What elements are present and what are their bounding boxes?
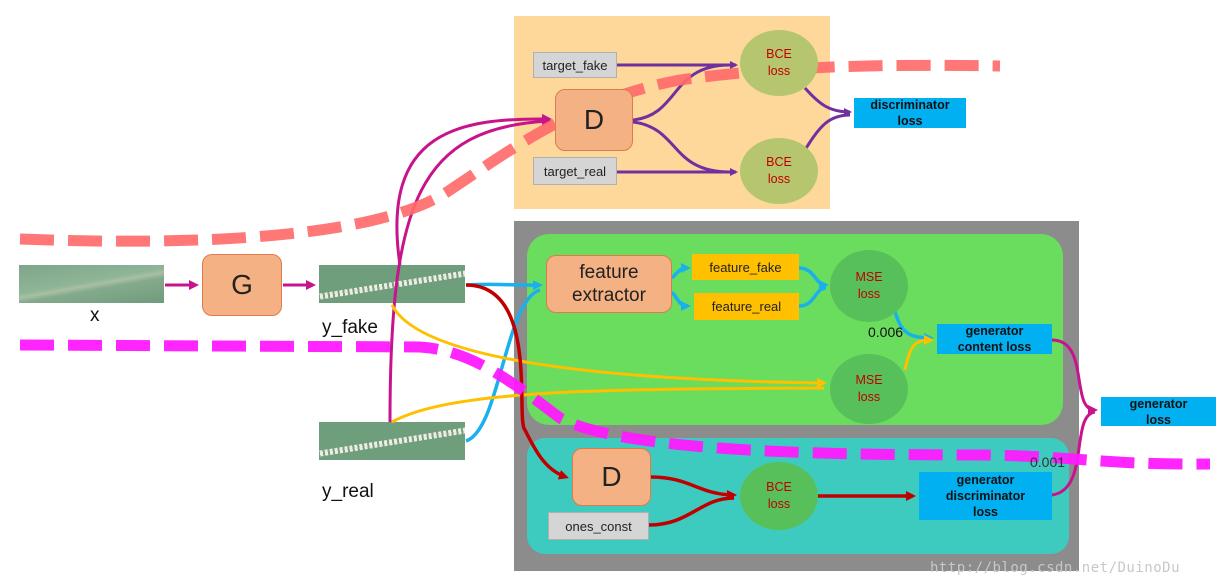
generator-content-loss-box: generator content loss (937, 324, 1052, 354)
yreal-to-feature-arrow (465, 288, 541, 443)
bce-loss-top-1: BCE loss (740, 30, 818, 96)
target-fake-box: target_fake (533, 52, 617, 78)
bce1-to-disc-loss-arrow (803, 87, 852, 116)
bce2-to-disc-loss-arrow (803, 113, 851, 151)
target-real-box: target_real (533, 157, 617, 185)
d-to-bce1-arrow (632, 63, 731, 122)
freal-to-mse-arrow (798, 286, 827, 308)
x-image (19, 265, 164, 303)
discriminator-loss-box: discriminator loss (854, 98, 966, 128)
feature-to-real-arrow (670, 290, 691, 311)
generator-node: G (202, 254, 282, 316)
mse2-to-content-loss-arrow (903, 335, 934, 371)
red-dashed-line (19, 59, 1001, 247)
content-to-gen-loss-arrow (1051, 338, 1098, 415)
feature-real-box: feature_real (694, 293, 799, 320)
feature-real-label: feature_real (711, 299, 782, 314)
mse-loss-2: MSE loss (830, 354, 908, 424)
feature-fake-box: feature_fake (692, 254, 799, 280)
ones-const-label: ones_const (565, 518, 632, 534)
d-to-bce2-arrow (632, 120, 731, 174)
bce-loss-top-1-label: BCE loss (766, 47, 792, 78)
mse-loss-1-label: MSE loss (855, 270, 883, 301)
watermark: http://blog.csdn.net/DuinoDu (930, 560, 1181, 576)
d-bottom-to-bce-arrow (650, 475, 737, 500)
generator-discriminator-loss-label: generator discriminator loss (945, 473, 1026, 519)
generator-node-label: G (231, 269, 253, 300)
generator-content-loss-label: generator content loss (957, 324, 1032, 354)
adversarial-loss-weight: 0.001 (1030, 454, 1066, 470)
generator-discriminator-loss-box: generator discriminator loss (919, 472, 1052, 520)
adv-to-gen-loss-arrow (1051, 410, 1096, 497)
discriminator-node-top: D (555, 89, 633, 151)
generator-loss-label: generator loss (1129, 396, 1188, 427)
discriminator-node-top-label: D (583, 104, 605, 135)
feature-to-fake-arrow (670, 263, 691, 280)
mse-loss-2-label: MSE loss (855, 373, 883, 404)
y-fake-image (319, 265, 465, 303)
y-fake-label: y_fake (322, 317, 378, 338)
ones-const-box: ones_const (548, 512, 649, 540)
bce-loss-bottom: BCE loss (740, 462, 818, 530)
yreal-to-d-arrow (388, 116, 552, 423)
y-real-image (319, 422, 465, 460)
feature-fake-label: feature_fake (709, 259, 782, 275)
y-real-label: y_real (322, 481, 374, 502)
generator-loss-box: generator loss (1101, 396, 1216, 427)
feature-extractor-label: feature extractor (572, 262, 646, 306)
yfake-to-d-bottom-arrow (465, 283, 569, 480)
x-label: x (90, 305, 100, 326)
discriminator-loss-label: discriminator loss (870, 98, 950, 128)
bce-loss-bottom-label: BCE loss (766, 480, 792, 511)
yfake-to-mse2-arrow (390, 304, 827, 388)
magenta-dashed-line (19, 339, 1211, 470)
discriminator-node-bottom-label: D (601, 461, 622, 492)
ffake-to-mse-arrow (798, 266, 829, 290)
discriminator-node-bottom: D (572, 448, 651, 506)
feature-extractor-node: feature extractor (546, 255, 672, 313)
target-fake-label: target_fake (542, 57, 608, 73)
mse-loss-1: MSE loss (830, 250, 908, 322)
yreal-to-mse2-arrow (391, 386, 825, 424)
ones-to-bce-arrow (648, 496, 735, 527)
content-loss-weight: 0.006 (868, 324, 904, 340)
target-real-label: target_real (543, 163, 607, 179)
yfake-to-d-arrow (395, 113, 552, 266)
bce-loss-top-2: BCE loss (740, 138, 818, 204)
bce-loss-top-2-label: BCE loss (766, 155, 792, 186)
